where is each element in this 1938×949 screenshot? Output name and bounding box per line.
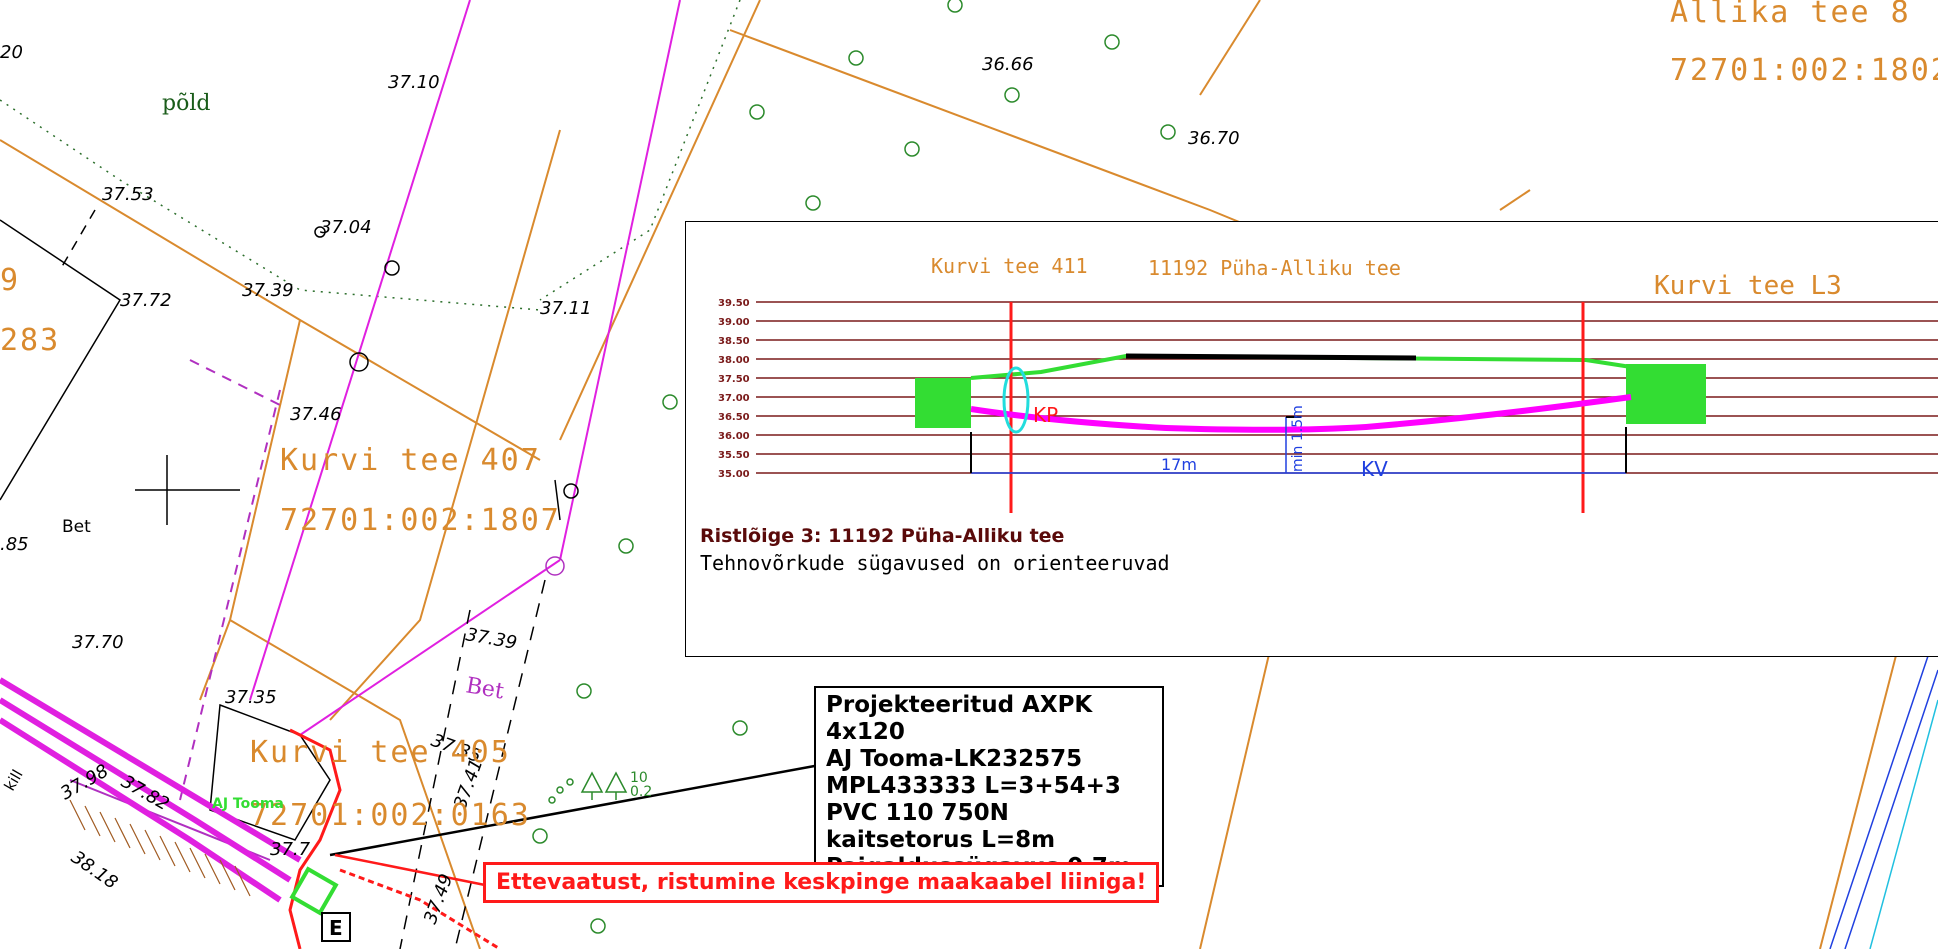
work-area-red [288,728,501,949]
partial-parcel-text: 283 [0,323,60,358]
profile-title: Ristlõige 3: 11192 Püha-Alliku tee [700,525,1064,547]
pole-markers [314,226,579,576]
cross-section-drawing: 39.50 39.00 38.50 38.00 37.50 37.00 36.5… [700,254,1938,575]
cable-profile [970,394,1632,433]
elevation-label: 37.35 [225,687,277,708]
kp-label: KP [1033,403,1058,427]
parcel-id: 72701:002:1802 [1670,53,1938,88]
parcel-id: 72701:002:0163 [250,798,531,833]
crossing-highlight [1002,366,1030,434]
elevation-label: 38.18 [67,847,121,894]
cable-spec-note: Projekteeritud AXPK 4x120 AJ Tooma-LK232… [814,686,1164,887]
profile-center-label: 11192 Püha-Alliku tee [1148,256,1401,280]
kill-label: kill [1,767,27,794]
level-label: 37.50 [718,374,750,385]
crossing-warning: Ettevaatust, ristumine keskpinge maakaab… [483,862,1160,903]
elevation-label: 36.66 [982,54,1034,75]
elevation-label: 37.10 [388,72,440,93]
road-surface [1125,353,1417,361]
level-label: 36.50 [718,412,750,423]
partial-parcel-text: 9 [0,263,20,298]
cross-section-panel: 39.50 39.00 38.50 38.00 37.50 37.00 36.5… [685,221,1938,657]
elevation-label: 37.98 [57,760,112,804]
warning-pointer [334,853,486,887]
elevation-label: 37.04 [320,217,372,238]
e-marker: E [329,916,343,940]
parcel-name: Kurvi tee 405 [250,735,511,770]
level-label: 39.50 [718,298,750,309]
tree-number: 0.2 [630,784,652,800]
elevation-label: 37.72 [120,290,172,311]
elevation-label: 37.70 [72,632,124,653]
parcel-name: Kurvi tee 407 [280,443,541,478]
level-label: 35.50 [718,450,750,461]
blue-lines [1829,649,1938,949]
elevation-label: 37.39 [242,280,294,301]
tree-number: 10 [630,770,648,786]
cable-lines [0,0,681,903]
warning-text: Ettevaatust, ristumine keskpinge maakaab… [496,870,1147,895]
level-label: 39.00 [718,317,750,328]
note-line: PVC 110 750N [826,800,1009,826]
note-line: MPL433333 L=3+54+3 [826,773,1121,799]
elevation-label: 37.11 [540,298,592,319]
right-ground-block [1626,364,1706,424]
level-label: 37.00 [718,393,750,404]
dotted-lines [0,0,741,311]
note-pointer [329,763,821,857]
dimension-17m: 17m [1161,455,1197,474]
profile-left-label: Kurvi tee 411 [931,254,1088,278]
partial-number: 20 [0,42,23,63]
level-label: 38.50 [718,336,750,347]
level-label: 36.00 [718,431,750,442]
elevation-label: 37.39 [464,624,518,654]
field-label: põld [162,91,210,116]
elevation-label: 36.70 [1188,128,1240,149]
note-line: kaitsetorus L=8m [826,827,1056,853]
concrete-label: Bet [62,517,91,537]
partial-number: .85 [0,534,29,555]
slope-hatching [69,799,251,897]
elevation-label: 37.7 [270,839,311,860]
parcel-id: 72701:002:1807 [280,503,561,538]
e-marker-box [321,912,351,942]
station-label: AJ Tooma [212,796,284,812]
parcel-name: Allika tee 8 [1670,0,1911,30]
kv-label: KV [1361,457,1388,481]
profile-subtitle: Tehnovõrkude sügavused on orienteeruvad [700,551,1170,575]
left-ground-block [915,378,971,428]
elevation-label: 37.46 [290,404,342,425]
min-depth-label: min 1.5m [1290,405,1306,472]
level-label: 38.00 [718,355,750,366]
note-line: Projekteeritud AXPK 4x120 [826,692,1093,745]
level-label: 35.00 [718,469,750,480]
profile-right-label: Kurvi tee L3 [1654,271,1842,301]
tree-icon [548,771,628,804]
dashed-lines [399,579,546,949]
note-line: AJ Tooma-LK232575 [826,746,1083,772]
elevation-label: 37.53 [102,184,154,205]
tree-markers [532,0,1176,934]
cabinet-marker [289,866,339,916]
concrete-label: Bet [464,673,506,704]
building-outlines [0,209,561,841]
